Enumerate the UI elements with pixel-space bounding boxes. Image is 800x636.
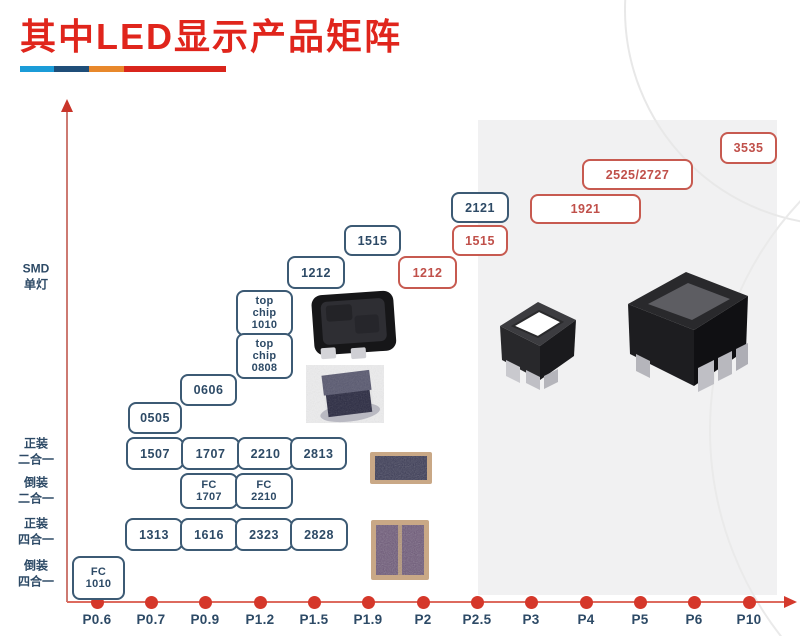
x-axis-tick-label: P1.5 xyxy=(299,612,329,627)
x-axis-tick-dot xyxy=(361,595,375,609)
title-underline-segment-orange xyxy=(89,66,124,72)
x-axis-tick-label: P2 xyxy=(414,612,432,627)
x-axis-tick-dot xyxy=(198,595,212,609)
product-box-1616: 1616 xyxy=(180,518,238,551)
y-axis-arrow-icon xyxy=(61,99,73,112)
x-axis-tick-label: P3 xyxy=(522,612,540,627)
product-box-2210: 2210 xyxy=(237,437,294,470)
product-box-fc-1010: FC 1010 xyxy=(72,556,125,600)
x-axis-tick-dot xyxy=(144,595,158,609)
x-axis-tick-label: P4 xyxy=(577,612,595,627)
product-box-1313: 1313 xyxy=(125,518,183,551)
x-axis-tick-dot xyxy=(579,595,593,609)
x-axis-tick-label: P1.9 xyxy=(353,612,383,627)
row-label: SMD 单灯 xyxy=(22,261,50,291)
product-box-1507: 1507 xyxy=(126,437,184,470)
x-axis-tick-label: P2.5 xyxy=(462,612,492,627)
x-axis-tick-label: P10 xyxy=(736,612,762,627)
title-underline xyxy=(20,66,226,72)
x-axis-tick-dot xyxy=(307,595,321,609)
x-axis-tick-label: P0.6 xyxy=(82,612,112,627)
y-axis xyxy=(66,110,68,602)
product-box-1212: 1212 xyxy=(287,256,345,289)
x-axis-tick-dot xyxy=(742,595,756,609)
product-box-top-chip-1010: top chip 1010 xyxy=(236,290,293,336)
title-underline-segment-dark-blue xyxy=(54,66,89,72)
product-box-1515: 1515 xyxy=(344,225,401,256)
product-box-2525-2727: 2525/2727 xyxy=(582,159,693,190)
x-axis-tick-label: P0.9 xyxy=(190,612,220,627)
x-axis-tick-label: P6 xyxy=(685,612,703,627)
x-axis-tick-dot xyxy=(253,595,267,609)
title-underline-segment-red xyxy=(124,66,226,72)
product-box-1212: 1212 xyxy=(398,256,457,289)
x-axis-tick-label: P5 xyxy=(631,612,649,627)
x-axis-tick-dot xyxy=(633,595,647,609)
page-title: 其中LED显示产品矩阵 xyxy=(20,16,403,57)
product-box-fc-2210: FC 2210 xyxy=(235,473,293,509)
x-axis-tick-dot xyxy=(687,595,701,609)
rect-chip-top-view-photo xyxy=(369,451,433,485)
x-axis-tick-label: P0.7 xyxy=(136,612,166,627)
product-box-3535: 3535 xyxy=(720,132,777,164)
row-label: 倒装 四合一 xyxy=(17,558,54,588)
product-box-1707: 1707 xyxy=(181,437,240,470)
white-lens-led-render xyxy=(486,286,586,396)
x-axis-tick-label: P1.2 xyxy=(245,612,275,627)
square-chip-top-view-photo xyxy=(370,519,430,581)
product-box-0505: 0505 xyxy=(128,402,182,434)
product-box-2323: 2323 xyxy=(235,518,293,551)
x-axis-tick-dot xyxy=(470,595,484,609)
product-box-1515: 1515 xyxy=(452,225,508,256)
product-box-2828: 2828 xyxy=(290,518,348,551)
title-underline-segment-light-blue xyxy=(20,66,54,72)
row-label: 正装 二合一 xyxy=(17,436,54,466)
row-label: 倒装 二合一 xyxy=(17,475,54,505)
x-axis-tick-dot xyxy=(524,595,538,609)
product-box-1921: 1921 xyxy=(530,194,641,224)
product-box-2121: 2121 xyxy=(451,192,509,223)
x-axis-tick-dot xyxy=(416,595,430,609)
product-box-top-chip-0808: top chip 0808 xyxy=(236,333,293,379)
row-label: 正装 四合一 xyxy=(17,516,54,546)
product-box-0606: 0606 xyxy=(180,374,237,406)
purple-chip-photo xyxy=(300,357,390,429)
product-box-2813: 2813 xyxy=(290,437,347,470)
x-axis-arrow-icon xyxy=(784,596,797,608)
product-box-fc-1707: FC 1707 xyxy=(180,473,238,509)
large-black-led-render xyxy=(610,254,762,406)
black-smd-package-photo xyxy=(297,288,409,362)
